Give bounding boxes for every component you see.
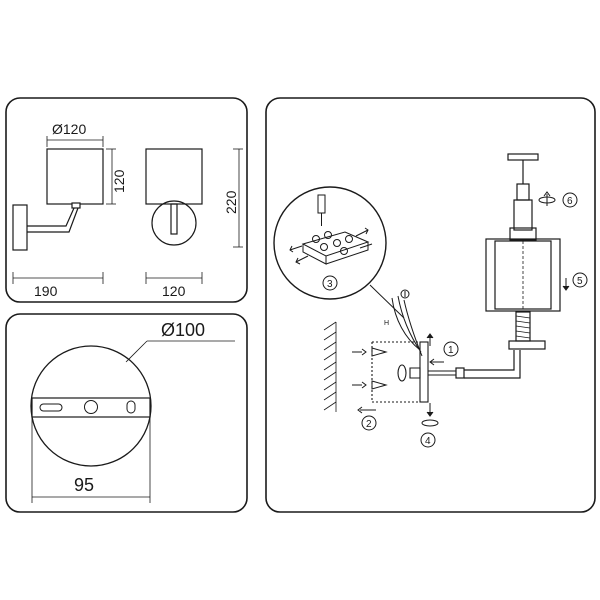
bulb-cap <box>507 153 539 161</box>
base-plate-circle <box>30 345 152 467</box>
side-view-lamp <box>12 148 104 251</box>
side-shade <box>46 148 104 205</box>
step-4-label: 4 <box>425 436 431 447</box>
center-hole <box>84 400 98 414</box>
front-wall-plate <box>151 200 197 246</box>
shade-height-label: 120 <box>111 169 127 193</box>
mounting-slot-left <box>39 403 63 412</box>
shade-diameter-dimension: Ø120 <box>46 121 104 147</box>
step-4-marker <box>420 432 436 448</box>
holder-top <box>516 183 530 201</box>
total-height-dimension: 220 <box>223 148 243 248</box>
cap-washer <box>421 419 439 427</box>
side-arm <box>27 207 79 233</box>
lamp-shade-assembly <box>485 153 561 342</box>
projection-label: 190 <box>34 283 58 299</box>
dimensions-panel: Ø120 120 190 120 <box>5 97 248 303</box>
terminal-screw <box>345 235 353 243</box>
mount-width-label: 95 <box>74 475 94 495</box>
base-panel: Ø100 95 <box>5 313 248 513</box>
terminal-screw <box>324 231 332 239</box>
screwdriver-handle <box>317 194 326 214</box>
side-wall-plate <box>12 204 28 251</box>
plate-nut <box>397 364 407 382</box>
front-view-lamp <box>145 148 203 246</box>
step-1-label: 1 <box>448 345 454 356</box>
shade-diameter-label: Ø120 <box>52 121 86 137</box>
terminal-screw <box>312 235 320 243</box>
shade-height-dimension: 120 <box>106 148 127 205</box>
wire-arrow <box>359 243 373 249</box>
base-diameter-label: Ø100 <box>161 320 205 340</box>
holder-collar <box>509 227 537 241</box>
step-3-label: 3 <box>327 279 333 290</box>
step-2-marker <box>361 415 377 431</box>
step-6-label: 6 <box>567 196 573 207</box>
terminal-screw <box>333 239 341 247</box>
base-panel-border <box>5 313 248 513</box>
step-1-marker <box>443 341 459 357</box>
step-1-callout <box>426 333 459 366</box>
wire-label: H <box>384 320 389 327</box>
mount-width-dimension: 95 <box>31 418 151 503</box>
front-stem <box>170 203 178 235</box>
terminal-block-detail <box>273 186 405 319</box>
mounting-slot-right <box>126 400 136 414</box>
step-2-label: 2 <box>366 419 372 430</box>
step-3-marker <box>322 275 338 291</box>
dimensions-panel-border <box>5 97 248 303</box>
terminal-screw <box>320 243 328 251</box>
wire-arrow <box>295 255 309 265</box>
mounting-bar <box>31 397 151 418</box>
side-shade-collar <box>71 202 81 209</box>
assembly-panel-border <box>265 97 596 513</box>
wall-screws <box>352 347 388 431</box>
leader-line <box>125 340 148 363</box>
projection-dimension: 190 <box>12 272 104 299</box>
terminal-screw <box>340 247 348 255</box>
assembly-panel: 3 2 <box>265 97 596 513</box>
ground-symbol <box>400 289 410 299</box>
front-width-dimension: 120 <box>145 272 203 299</box>
detail-leader <box>369 284 405 319</box>
step-6-callout <box>538 191 578 208</box>
wire-arrow <box>289 245 303 253</box>
supply-wires <box>391 289 423 357</box>
front-shade <box>145 148 203 205</box>
lamp-arm <box>455 340 546 379</box>
step-5-marker <box>572 272 588 288</box>
shade-outer <box>485 238 561 312</box>
step-5-label: 5 <box>577 276 583 287</box>
mounting-plate <box>371 341 456 403</box>
front-width-label: 120 <box>162 283 186 299</box>
wall-section <box>323 321 337 412</box>
base-diameter-dimension: Ø100 <box>125 320 235 363</box>
step-5-callout <box>562 272 588 291</box>
total-height-label: 220 <box>223 190 239 214</box>
step-6-marker <box>562 192 578 208</box>
wire-arrow <box>355 227 369 237</box>
detail-circle <box>273 186 387 300</box>
step-4-callout <box>420 403 439 448</box>
bulb-holder <box>513 199 533 231</box>
